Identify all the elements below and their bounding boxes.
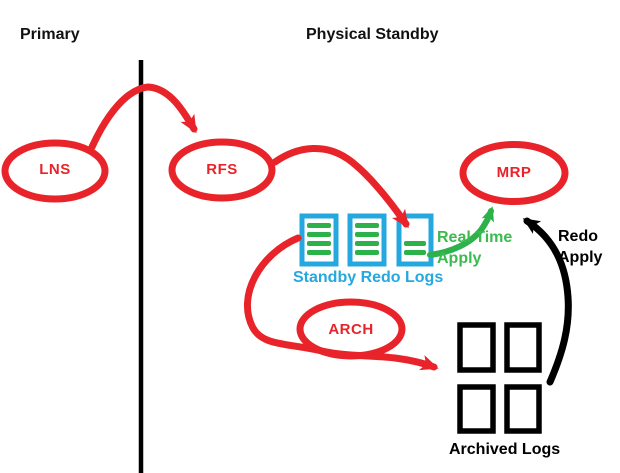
lns-to-rfs-arrow [88, 83, 198, 151]
redologs-to-archivedlogs-arrow [244, 234, 439, 371]
rfs-node-label: RFS [206, 161, 238, 178]
archived-log-icon-1 [457, 322, 496, 373]
archived-logs-label: Archived Logs [449, 441, 561, 458]
real-time-apply-label: Real Time Apply [437, 229, 513, 267]
standby-redo-log-icon-1 [299, 213, 339, 267]
redo-apply-label: Redo Apply [558, 228, 603, 266]
redo-apply-arrow [522, 217, 572, 386]
standby-redo-logs-label: Standby Redo Logs [293, 269, 444, 286]
standby-redo-log-icon-2 [347, 213, 387, 267]
mrp-node-oval [459, 141, 569, 205]
lns-node-oval [1, 139, 109, 203]
archived-log-icon-4 [504, 384, 542, 434]
rfs-node-oval [168, 138, 276, 202]
arch-node-label: ARCH [328, 321, 374, 338]
real-time-apply-arrow [427, 206, 495, 258]
lns-node-label: LNS [39, 161, 71, 178]
archived-log-icon-3 [457, 384, 496, 434]
physical-standby-site-title: Physical Standby [306, 26, 439, 43]
mrp-node-label: MRP [496, 164, 532, 181]
archived-log-icon-2 [504, 322, 542, 373]
rfs-to-redologs-arrow [271, 145, 410, 229]
primary-site-title: Primary [20, 26, 80, 43]
